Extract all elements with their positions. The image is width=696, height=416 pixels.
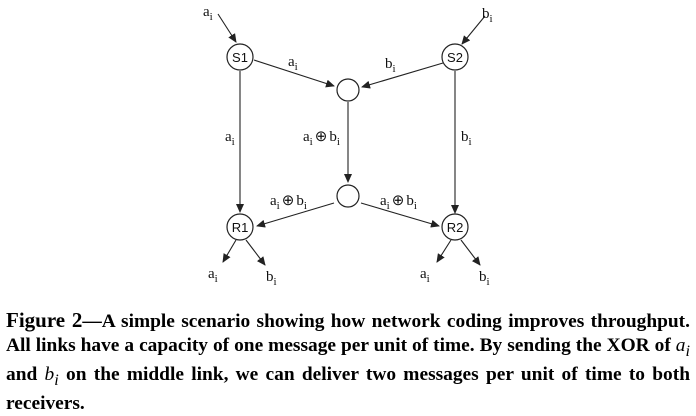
label-to-r2-xor: ai⊕bi	[380, 193, 417, 212]
edge-s2-to-top-node	[361, 62, 444, 89]
label-input-a: ai	[203, 4, 213, 23]
svg-text:R1: R1	[232, 220, 249, 235]
label-s2-to-r2-b: bi	[461, 129, 472, 148]
edge-r1-output-a	[222, 239, 237, 263]
node-coding-bottom	[336, 184, 360, 208]
caption-text-part1: A simple scenario showing how network co…	[6, 311, 690, 356]
caption-dash: —	[82, 311, 102, 332]
node-s2: S2	[441, 43, 469, 71]
figure-label: Figure 2	[6, 308, 83, 332]
edge-r1-output-b	[245, 239, 266, 266]
label-r1-output-a: ai	[208, 266, 218, 285]
svg-text:S2: S2	[447, 50, 463, 65]
node-s1: S1	[226, 43, 254, 71]
edge-r2-output-a	[436, 239, 452, 263]
figure-caption: Figure 2—A simple scenario showing how n…	[6, 308, 690, 416]
edge-bottom-node-to-r1	[256, 202, 335, 228]
caption-text-part2: on the middle link, we can deliver two m…	[6, 363, 690, 415]
node-coding-top	[336, 78, 360, 102]
edge-input-a-to-s1	[217, 13, 237, 43]
node-r2: R2	[441, 213, 469, 241]
edge-bottom-node-to-r2	[360, 202, 440, 228]
node-r1: R1	[226, 213, 254, 241]
network-coding-diagram: S1 S2 R1 R2 ai bi ai bi ai bi ai⊕bi ai⊕b…	[203, 4, 493, 288]
edge-input-b-to-s2	[461, 15, 486, 45]
label-middle-xor: ai⊕bi	[303, 129, 340, 148]
label-input-b: bi	[482, 6, 493, 25]
label-r1-output-b: bi	[266, 269, 277, 288]
svg-text:S1: S1	[232, 50, 248, 65]
edge-r2-output-b	[460, 239, 481, 266]
edge-s1-to-top-node	[253, 59, 335, 88]
label-s1-to-r1-a: ai	[225, 129, 235, 148]
caption-and: and	[6, 363, 45, 385]
svg-text:R2: R2	[447, 220, 464, 235]
label-s1-to-top-a: ai	[288, 54, 298, 73]
label-r2-output-a: ai	[420, 266, 430, 285]
label-to-r1-xor: ai⊕bi	[270, 193, 307, 212]
label-r2-output-b: bi	[479, 269, 490, 288]
caption-var-b: bi	[44, 363, 59, 389]
caption-var-a: ai	[675, 334, 690, 360]
label-s2-to-top-b: bi	[385, 56, 396, 75]
